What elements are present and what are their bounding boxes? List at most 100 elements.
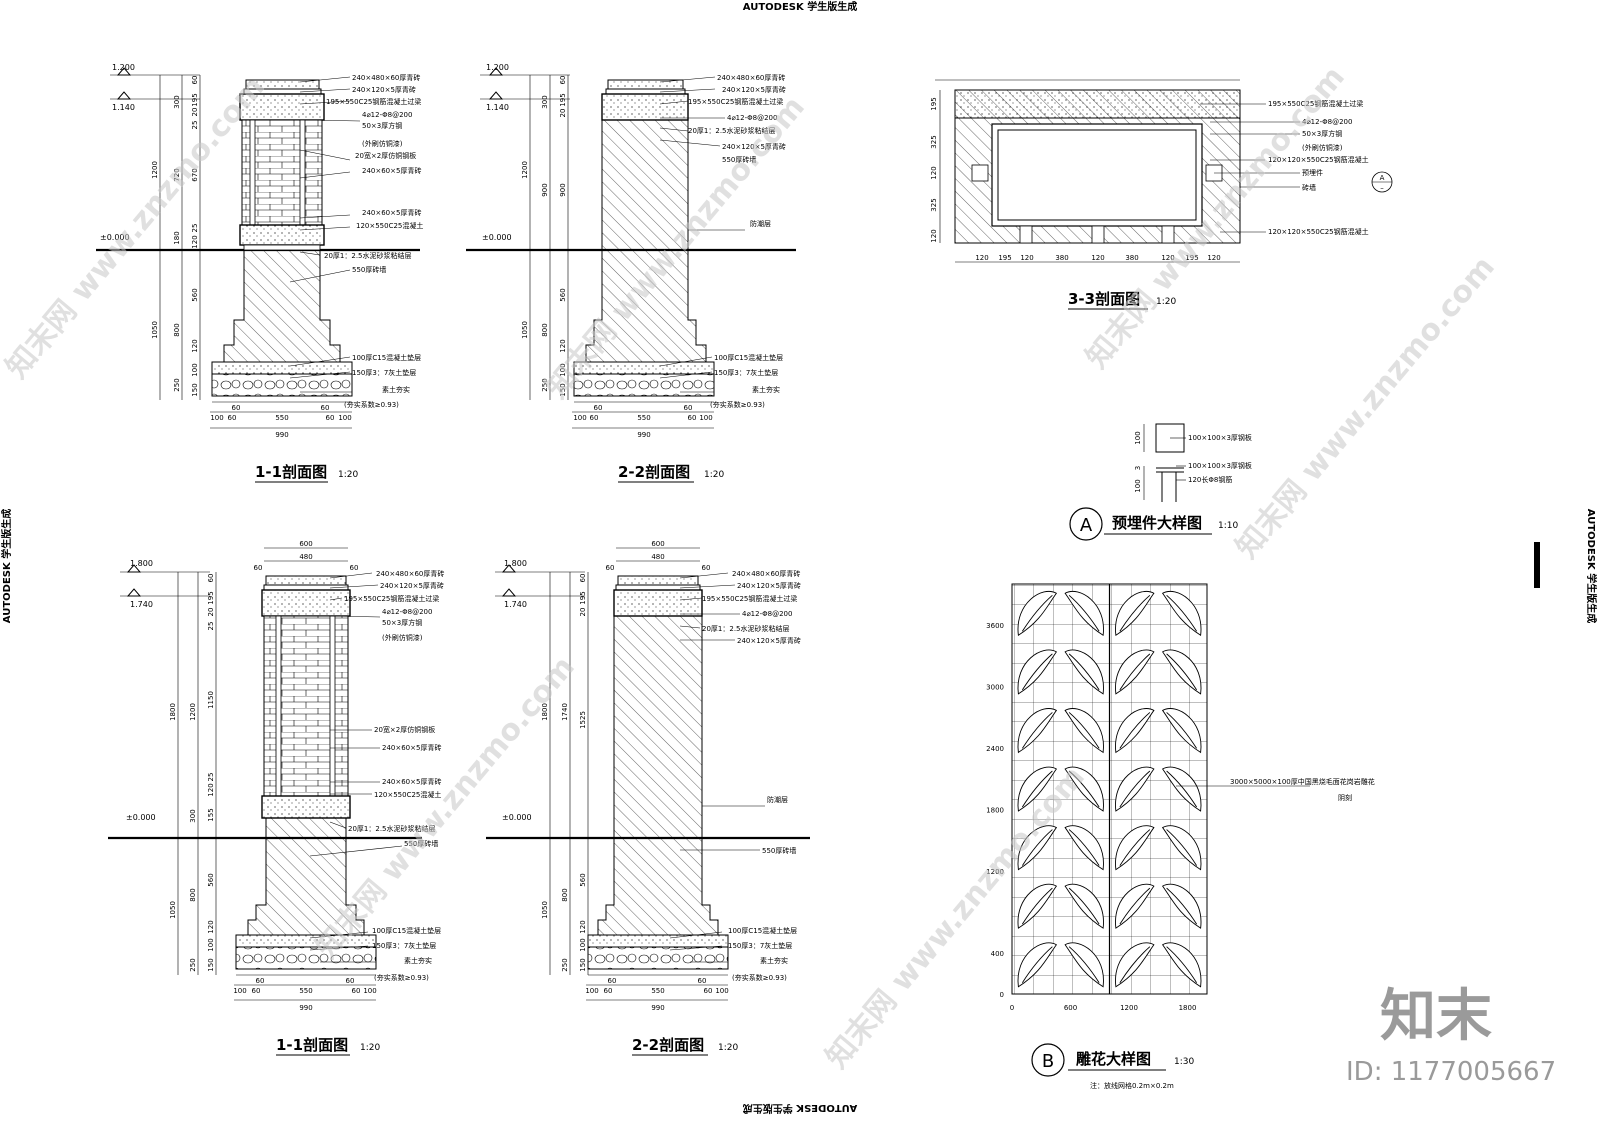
leaf-vein bbox=[1022, 829, 1053, 866]
label-0: 240×480×60厚青砖 bbox=[717, 73, 785, 82]
detail-b-label2: 阴刻 bbox=[1338, 793, 1352, 802]
brand-id: ID: 1177005667 bbox=[1346, 1057, 1556, 1087]
detail-b-badge: B bbox=[1042, 1051, 1054, 1072]
label-4: 20厚1：2.5水泥砂浆粘结层 bbox=[702, 624, 790, 633]
carved-leaf bbox=[1064, 649, 1104, 695]
label-4: 120×120×550C25钢筋混凝土 bbox=[1268, 155, 1369, 164]
dim-bot-0: 60 bbox=[608, 977, 617, 985]
label-15: (夯实系数≥0.93) bbox=[374, 973, 429, 982]
dim-left-5: 250 bbox=[189, 958, 197, 971]
carved-leaf bbox=[1017, 591, 1058, 637]
dim-mid-3: 25 bbox=[191, 121, 199, 130]
label-9: 120×550C25混凝土 bbox=[374, 790, 441, 799]
autodesk-banner-right: AUTODESK 学生版生成 bbox=[1585, 509, 1598, 623]
x-tick-label: 0 bbox=[1010, 1004, 1014, 1012]
leaf-vein bbox=[1068, 653, 1100, 691]
dim-left-0: 1200 bbox=[151, 161, 159, 179]
watermark-6: 知末网 www.znzmo.com bbox=[1229, 250, 1502, 565]
level-top2: 1.740 bbox=[130, 600, 153, 609]
dim-bot-0: 60 bbox=[256, 977, 265, 985]
dim-mid-2: 20 bbox=[191, 108, 199, 117]
x-tick-label: 600 bbox=[1064, 1004, 1077, 1012]
dim-left-0: 195 bbox=[930, 97, 938, 110]
dim-bot-5: 60 bbox=[704, 987, 713, 995]
dim-bot-total: 990 bbox=[275, 431, 288, 439]
carved-leaf bbox=[1161, 649, 1202, 695]
dim-mid-2: 20 bbox=[207, 608, 215, 617]
dim-bot-2: 60 bbox=[321, 404, 330, 412]
leaf-vein bbox=[1166, 712, 1198, 749]
dim-mid-9: 120 bbox=[207, 920, 215, 933]
dim-mid-5: 25 bbox=[207, 773, 215, 782]
dim-bot-4: 60 bbox=[604, 987, 613, 995]
dim-mid-4: 560 bbox=[559, 288, 567, 301]
dim-bot-3: 100 bbox=[233, 987, 246, 995]
dim-bot-8: 120 bbox=[1207, 254, 1220, 262]
dim-mid-6: 120 bbox=[207, 783, 215, 796]
label-0: 240×480×60厚青砖 bbox=[732, 569, 800, 578]
dim-mid-7: 560 bbox=[191, 288, 199, 301]
leaf-vein bbox=[1022, 946, 1053, 983]
label-6: 20宽×2厚仿铜钢板 bbox=[374, 725, 435, 734]
leaf-vein bbox=[1119, 594, 1151, 632]
dim-left-3: 300 bbox=[189, 809, 197, 822]
label-12: 100厚C15混凝土垫层 bbox=[372, 926, 441, 935]
label-12: 100厚C15混凝土垫层 bbox=[352, 353, 421, 362]
leaf-vein bbox=[1022, 887, 1053, 925]
dim-mid-3: 900 bbox=[559, 183, 567, 196]
label-6: 防潮层 bbox=[767, 795, 788, 804]
dim-mid-2: 20 bbox=[579, 608, 587, 617]
label-14: 素土夯实 bbox=[404, 956, 432, 965]
dim-mid-1: 195 bbox=[579, 591, 587, 604]
carved-leaf bbox=[1064, 708, 1104, 754]
label-13: 150厚3：7灰土垫层 bbox=[352, 368, 416, 377]
label-11: (夯实系数≥0.93) bbox=[710, 400, 765, 409]
dim-bot-3: 100 bbox=[573, 414, 586, 422]
label-3: 4⌀12-Φ8@200 bbox=[742, 610, 792, 618]
dim-mid-11: 150 bbox=[207, 958, 215, 971]
dim-top-0: 600 bbox=[651, 540, 664, 548]
dim-bot-6: 100 bbox=[699, 414, 712, 422]
label-5: 预埋件 bbox=[1302, 168, 1323, 177]
label-11: 550厚砖墙 bbox=[352, 265, 386, 274]
carved-leaf bbox=[1064, 942, 1104, 988]
section-title: 3-3剖面图 bbox=[1068, 290, 1140, 308]
section-2-2-top: 1.200 1.140 ±0.000 1200 1050 900 300 800… bbox=[466, 63, 796, 483]
dim-mid-0: 60 bbox=[559, 76, 567, 85]
dim-bot-0: 60 bbox=[594, 404, 603, 412]
dim-left-0: 1800 bbox=[169, 703, 177, 721]
carved-leaf bbox=[1161, 883, 1202, 929]
leaf-vein bbox=[1166, 887, 1198, 925]
brand-logo: 知末 bbox=[1380, 984, 1492, 1049]
leaf-vein bbox=[1068, 594, 1100, 632]
leaf-vein bbox=[1119, 829, 1151, 866]
dim-mid-0: 60 bbox=[191, 76, 199, 85]
label-8: 100厚C15混凝土垫层 bbox=[728, 926, 797, 935]
label-4: 20厚1：2.5水泥砂浆粘结层 bbox=[688, 126, 776, 135]
label-2: 195×550C25钢筋混凝土过梁 bbox=[344, 594, 439, 603]
section-scale: 1:20 bbox=[1156, 297, 1176, 307]
section-scale: 1:20 bbox=[704, 470, 724, 480]
label-8: 240×60×5厚青砖 bbox=[382, 777, 441, 786]
dim-mid-4: 560 bbox=[579, 873, 587, 886]
level-zero: ±0.000 bbox=[126, 813, 156, 822]
autodesk-banner-top: AUTODESK 学生版生成 bbox=[743, 0, 857, 13]
dim-top-1: 60 bbox=[254, 564, 263, 572]
section-3-3: 195 325 120 325 120 120 195 120 380 120 … bbox=[930, 79, 1393, 310]
dim-bot-2: 60 bbox=[346, 977, 355, 985]
carved-leaf bbox=[1017, 708, 1058, 754]
carved-leaf bbox=[1115, 825, 1155, 871]
label-4: 50×3厚方钢 bbox=[382, 618, 422, 627]
leaf-vein bbox=[1119, 653, 1151, 691]
level-top: 1.800 bbox=[130, 559, 153, 568]
label-10: 素土夯实 bbox=[752, 385, 780, 394]
label-5: 240×120×5厚青砖 bbox=[722, 142, 786, 151]
label-10: 20厚1：2.5水泥砂浆粘结层 bbox=[324, 251, 412, 260]
label-7: 120×120×550C25钢筋混凝土 bbox=[1268, 227, 1369, 236]
dim-left-1: 1050 bbox=[151, 321, 159, 339]
leaf-vein bbox=[1166, 946, 1198, 983]
callout-a: A bbox=[1380, 174, 1385, 182]
leaf-vein bbox=[1022, 594, 1053, 632]
detail-a: 100 100×100×3厚钢板 100 3 100×100×3厚钢板 120长… bbox=[1069, 423, 1252, 541]
